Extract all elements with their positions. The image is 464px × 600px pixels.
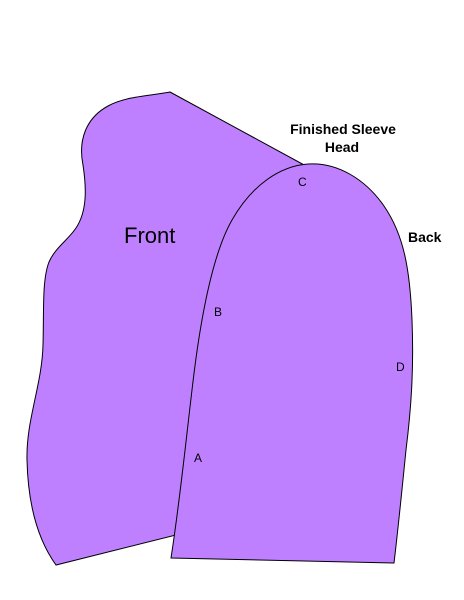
front-label: Front xyxy=(124,223,175,248)
sleeve-head-label-line1: Finished Sleeve xyxy=(290,121,396,137)
point-a-label: A xyxy=(194,451,202,465)
back-label: Back xyxy=(408,229,442,245)
point-b-label: B xyxy=(214,305,222,319)
point-d-label: D xyxy=(396,360,405,374)
sleeve-head-label-line2: Head xyxy=(325,139,359,155)
sleeve-piece xyxy=(170,163,414,564)
point-c-label: C xyxy=(298,175,307,189)
